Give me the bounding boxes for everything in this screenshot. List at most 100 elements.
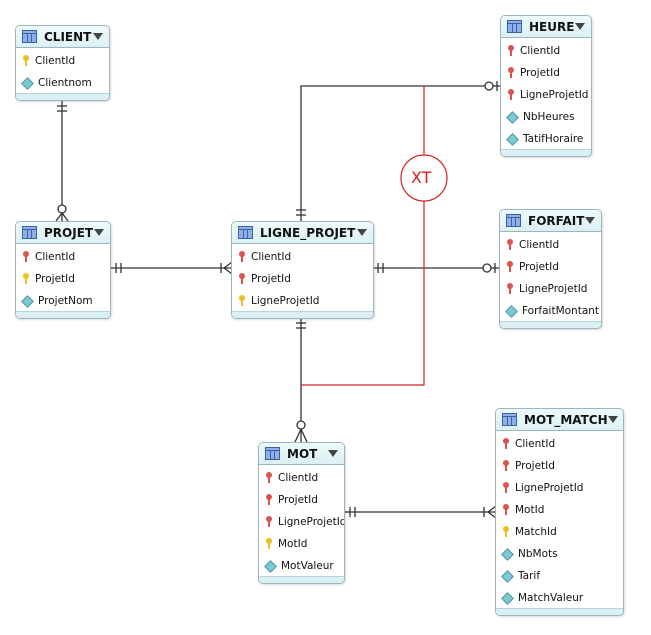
column-row[interactable]: MotId [496, 499, 623, 521]
column-row[interactable]: ClientId [496, 433, 623, 455]
column-row[interactable]: Tarif [496, 565, 623, 587]
column-label: NbHeures [523, 111, 575, 123]
column-row[interactable]: MatchId [496, 521, 623, 543]
rel-ligne-projet-heure[interactable] [296, 81, 501, 221]
diamond-icon [21, 76, 34, 90]
rel-client-projet[interactable] [55, 100, 69, 222]
column-row[interactable]: MatchValeur [496, 587, 623, 609]
column-label: ClientId [35, 55, 76, 67]
rel-ligne-projet-forfait[interactable] [372, 263, 499, 273]
column-row[interactable]: ProjetId [16, 268, 110, 290]
column-row[interactable]: ProjetId [500, 256, 601, 278]
column-row[interactable]: ClientId [500, 234, 601, 256]
column-row[interactable]: MotValeur [259, 555, 344, 577]
column-label: ProjetId [520, 67, 560, 79]
column-row[interactable]: LigneProjetId [501, 84, 591, 106]
chevron-down-icon[interactable] [585, 217, 595, 224]
entity-mot-match[interactable]: MOT_MATCH ClientId ProjetId LigneProjetI… [495, 408, 624, 616]
entity-client[interactable]: CLIENT ClientId Clientnom [15, 25, 110, 101]
entity-title: MOT_MATCH [524, 412, 608, 427]
diamond-icon [501, 591, 514, 605]
key-icon [265, 538, 273, 550]
column-row[interactable]: TatifHoraire [501, 128, 591, 150]
column-row[interactable]: Clientnom [16, 72, 109, 94]
chevron-down-icon[interactable] [93, 33, 103, 40]
entity-projet[interactable]: PROJET ClientId ProjetId ProjetNom [15, 221, 111, 319]
column-row[interactable]: ClientId [232, 246, 373, 268]
key-icon [502, 460, 510, 472]
column-label: ForfaitMontant [522, 305, 600, 317]
diamond-icon [21, 294, 34, 308]
column-row[interactable]: ClientId [259, 467, 344, 489]
entity-header[interactable]: MOT_MATCH [496, 409, 623, 431]
column-label: TatifHoraire [523, 133, 584, 145]
column-row[interactable]: ProjetNom [16, 290, 110, 312]
key-icon [502, 482, 510, 494]
column-row[interactable]: ClientId [16, 50, 109, 72]
entity-header[interactable]: FORFAIT [500, 210, 601, 232]
entity-title: LIGNE_PROJET [260, 225, 356, 240]
table-icon [502, 413, 517, 426]
entity-footer [16, 93, 109, 100]
key-icon [506, 239, 514, 251]
key-icon [22, 251, 30, 263]
column-row[interactable]: ClientId [501, 40, 591, 62]
key-icon [507, 67, 515, 79]
column-label: ClientId [251, 251, 292, 263]
table-icon [22, 30, 37, 43]
column-row[interactable]: ProjetId [501, 62, 591, 84]
entity-header[interactable]: LIGNE_PROJET [232, 222, 373, 244]
entity-header[interactable]: MOT [259, 443, 344, 465]
table-icon [265, 447, 280, 460]
key-icon [502, 526, 510, 538]
chevron-down-icon[interactable] [575, 23, 585, 30]
entity-footer [16, 311, 110, 318]
column-label: ProjetId [519, 261, 559, 273]
column-row[interactable]: LigneProjetId [496, 477, 623, 499]
column-label: ProjetNom [38, 295, 93, 307]
chevron-down-icon[interactable] [328, 450, 338, 457]
column-row[interactable]: LigneProjetId [259, 511, 344, 533]
entity-header[interactable]: HEURE [501, 16, 591, 38]
key-icon [238, 295, 246, 307]
diamond-icon [501, 569, 514, 583]
entity-footer [501, 149, 591, 156]
entity-header[interactable]: PROJET [16, 222, 110, 244]
key-icon [502, 438, 510, 450]
column-row[interactable]: NbMots [496, 543, 623, 565]
column-label: MatchValeur [518, 592, 584, 604]
column-row[interactable]: MotId [259, 533, 344, 555]
column-row[interactable]: ProjetId [232, 268, 373, 290]
entity-forfait[interactable]: FORFAIT ClientId ProjetId LigneProjetId … [499, 209, 602, 329]
column-label: ProjetId [278, 494, 318, 506]
rel-projet-ligne-projet[interactable] [110, 261, 233, 275]
key-icon [265, 494, 273, 506]
column-row[interactable]: ProjetId [259, 489, 344, 511]
entity-mot[interactable]: MOT ClientId ProjetId LigneProjetId MotI… [258, 442, 345, 584]
column-label: ProjetId [35, 273, 75, 285]
rel-ligne-projet-mot[interactable] [294, 317, 308, 443]
chevron-down-icon[interactable] [94, 229, 104, 236]
key-icon [22, 55, 30, 67]
key-icon [506, 283, 514, 295]
exclusion-constraint[interactable] [301, 86, 448, 386]
key-icon [507, 45, 515, 57]
column-row[interactable]: ClientId [16, 246, 110, 268]
column-row[interactable]: NbHeures [501, 106, 591, 128]
column-label: MotId [278, 538, 308, 550]
column-row[interactable]: LigneProjetId [232, 290, 373, 312]
chevron-down-icon[interactable] [357, 229, 367, 236]
chevron-down-icon[interactable] [607, 416, 618, 423]
entity-title: HEURE [529, 19, 575, 34]
column-row[interactable]: LigneProjetId [500, 278, 601, 300]
key-icon [238, 251, 246, 263]
diamond-icon [506, 110, 519, 124]
entity-ligne-projet[interactable]: LIGNE_PROJET ClientId ProjetId LigneProj… [231, 221, 374, 319]
entity-heure[interactable]: HEURE ClientId ProjetId LigneProjetId Nb… [500, 15, 592, 157]
column-row[interactable]: ProjetId [496, 455, 623, 477]
column-label: LigneProjetId [515, 482, 584, 494]
entity-title: MOT [287, 446, 318, 461]
entity-header[interactable]: CLIENT [16, 26, 109, 48]
column-row[interactable]: ForfaitMontant [500, 300, 601, 322]
rel-mot-mot-match[interactable] [344, 505, 497, 519]
